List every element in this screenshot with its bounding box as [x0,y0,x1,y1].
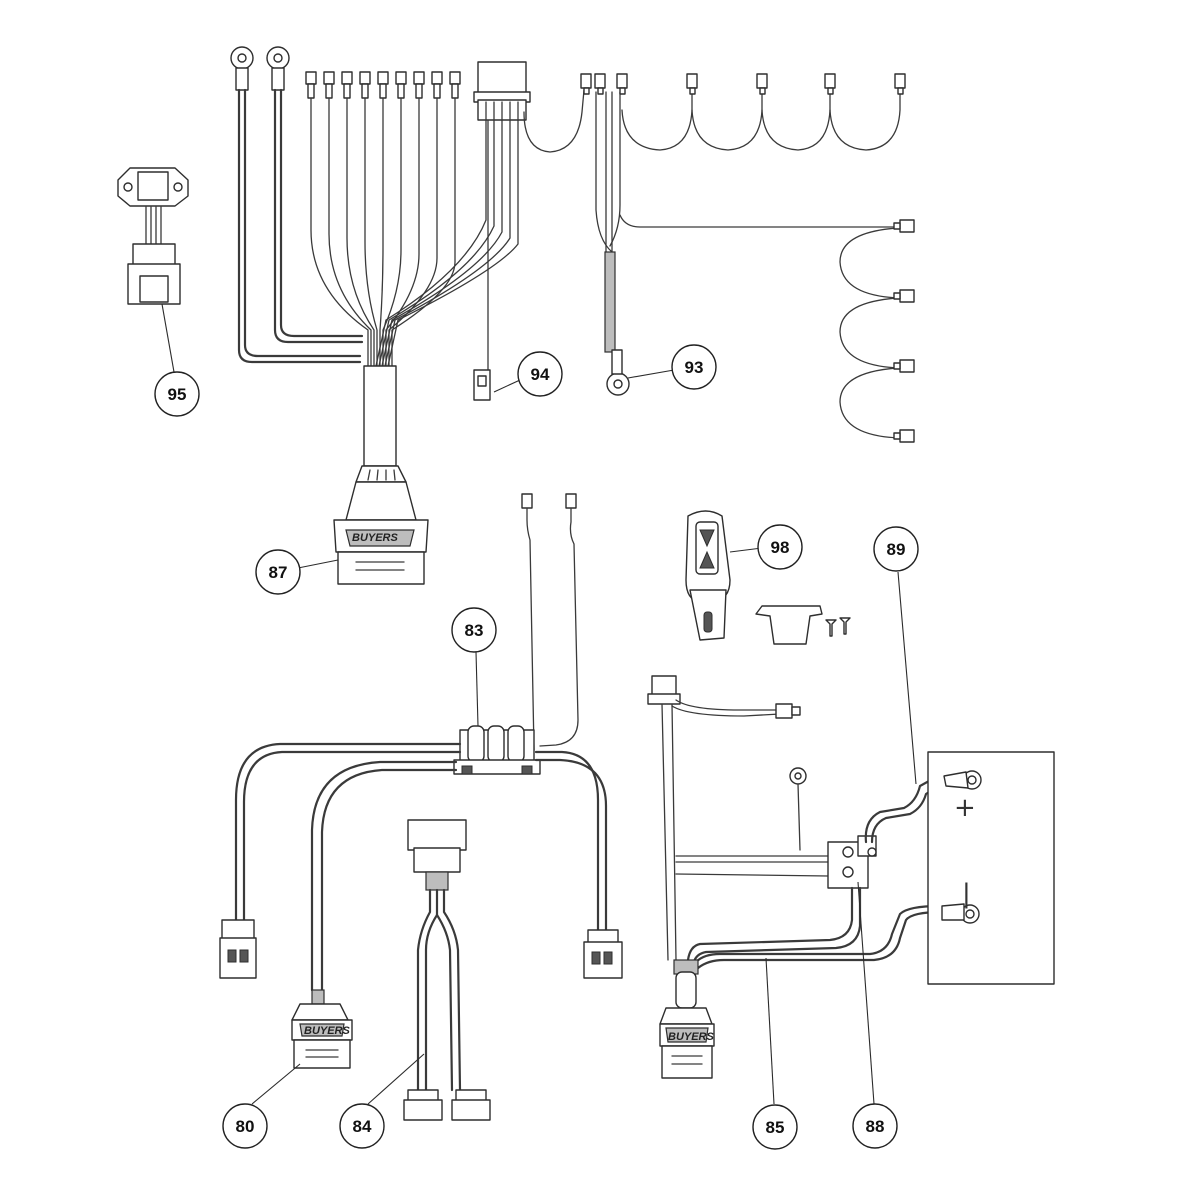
battery: + | [927,751,1055,985]
spade-terminal [894,73,906,95]
part-84-y-adapter [403,819,491,1121]
spade-terminal [385,71,425,367]
callout-label: 94 [531,365,550,384]
callout-label: 98 [771,538,790,557]
spade-terminal [616,73,628,95]
callout-83: 83 [451,607,497,653]
spade-terminal [594,73,606,95]
spade-terminal [341,71,375,367]
callout-label: 85 [766,1118,785,1137]
spade-terminal [377,71,389,367]
callout-84: 84 [339,1103,385,1149]
part-87-main-harness [230,46,585,585]
callout-93: 93 [671,344,717,390]
callout-98: 98 [757,524,803,570]
inline-connector-block [473,61,531,121]
spade-terminal [893,359,915,373]
part-98-remote-control [685,510,851,645]
spade-terminal [388,71,443,367]
callout-label: 93 [685,358,704,377]
callout-94: 94 [517,351,563,397]
spade-terminal [686,73,698,95]
callout-88: 88 [852,1103,898,1149]
callout-label: 84 [353,1117,372,1136]
part-80-plow-connector-cable [291,760,458,1069]
ring-terminal-2 [266,46,290,91]
callout-95: 95 [154,371,200,417]
spade-terminal [756,73,768,95]
callout-87: 87 [255,549,301,595]
leader-lines [161,303,917,1105]
spade-terminal [391,71,461,367]
callout-85: 85 [752,1104,798,1150]
connector-logo-87: BUYERS [352,532,399,544]
ring-terminal-1 [230,46,254,91]
spade-terminal [893,289,915,303]
callout-label: 88 [866,1117,885,1136]
callout-89: 89 [873,526,919,572]
spade-terminal-row [305,71,519,367]
spade-terminal [323,71,372,367]
part-95-module-connector [117,167,189,305]
spade-terminal [305,71,369,367]
battery-negative-sign: | [962,879,971,909]
connector-logo-85: BUYERS [668,1031,715,1043]
spade-terminal [824,73,836,95]
callout-label: 80 [236,1117,255,1136]
battery-positive-sign: + [954,793,976,823]
part-85-battery-harness [647,675,946,1079]
spade-terminal [893,219,915,233]
callout-group: 95 94 93 87 98 89 83 80 84 85 88 [154,344,919,1150]
callout-label: 87 [269,563,288,582]
spade-terminal [580,73,592,95]
spade-terminal [359,71,378,367]
right-spade-terminals [580,73,915,443]
callout-80: 80 [222,1103,268,1149]
callout-label: 89 [887,540,906,559]
part-87-right-branch [580,73,915,443]
part-83-control-harness [219,493,623,979]
part-94-spade-terminal [473,119,491,401]
connector-logo-80: BUYERS [304,1025,351,1037]
spade-terminal [893,429,915,443]
callout-label: 95 [168,385,187,404]
callout-label: 83 [465,621,484,640]
